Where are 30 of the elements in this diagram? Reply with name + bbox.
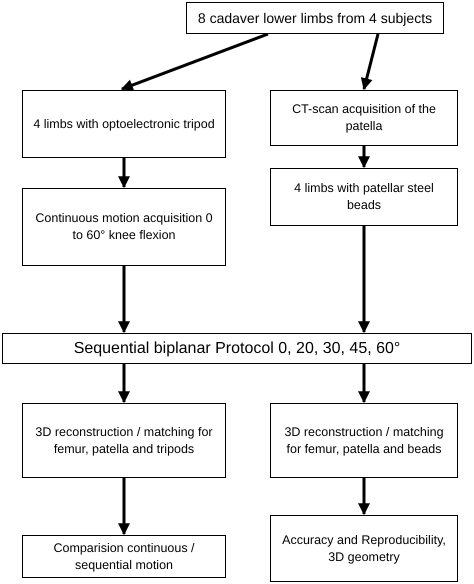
arrow	[120, 32, 269, 91]
process-box	[22, 188, 226, 266]
box-text: Sequential biplanar Protocol 0, 20, 30, 45, 60°	[74, 338, 400, 359]
box-text: 4 limbs with patellar steel beads	[293, 180, 435, 214]
box-text: CT-scan acquisition of the patella	[291, 101, 437, 135]
box-text: 3D reconstruction / matching for femur, patella and beads	[283, 424, 445, 458]
process-box	[270, 515, 458, 582]
arrow	[118, 158, 130, 188]
box-text: Comparision continuous / sequential motion	[52, 540, 196, 574]
process-box	[2, 333, 472, 364]
arrow	[358, 364, 370, 404]
arrow	[360, 34, 380, 90]
arrow	[118, 266, 130, 334]
arrow	[358, 146, 370, 168]
arrow	[358, 226, 370, 334]
process-box	[22, 90, 226, 158]
arrow	[358, 478, 370, 516]
box-text: 8 cadaver lower limbs from 4 subjects	[198, 8, 432, 28]
process-box	[270, 168, 458, 226]
box-text: Continuous motion acquisition 0 to 60° knee flexion	[34, 210, 214, 244]
process-box	[270, 90, 458, 146]
box-text: 3D reconstruction / matching for femur, patella and tripods	[34, 424, 214, 458]
process-box	[186, 2, 444, 34]
box-text: Accuracy and Reproducibility, 3D geometry	[281, 532, 447, 566]
process-box	[270, 403, 458, 478]
process-box	[22, 403, 226, 478]
arrow	[118, 364, 130, 404]
box-text: 4 limbs with optoelectronic tripod	[33, 116, 215, 132]
process-box	[22, 535, 226, 578]
arrow	[118, 478, 130, 536]
